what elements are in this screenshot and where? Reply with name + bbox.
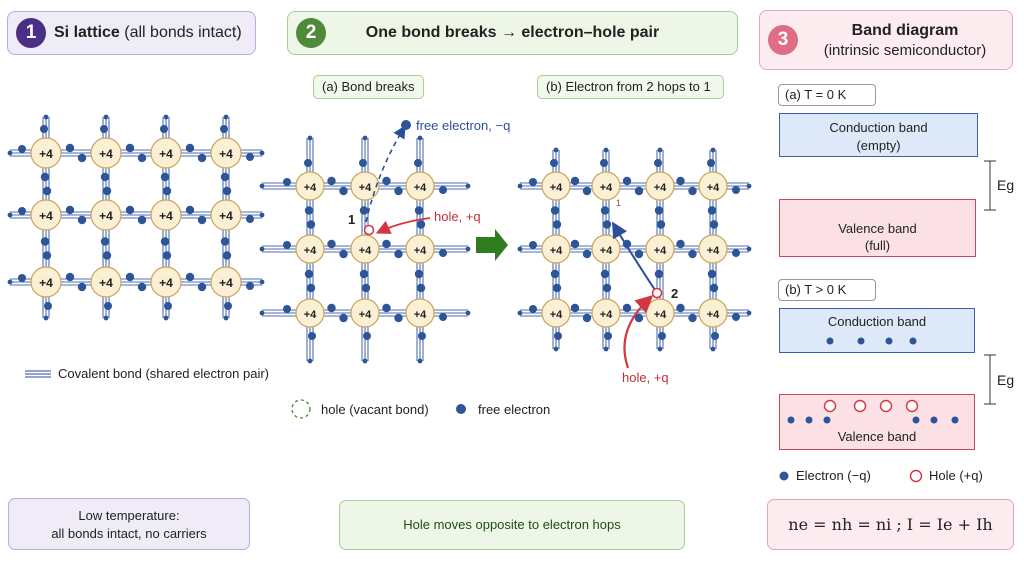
panel3-number-badge: 3: [768, 25, 798, 55]
panel3-title-line1: Band diagram: [851, 22, 959, 39]
svg-text:+4: +4: [304, 182, 317, 194]
svg-text:+4: +4: [219, 147, 233, 161]
lattice-intact: +4 +4 +4 +4 +4 +4 +4 +4 +4 +4 +4 +4: [7, 114, 265, 321]
hole-legend-icon: [291, 399, 311, 419]
free-electron-dot: [401, 120, 411, 130]
valence-band-a: Valence band (full): [779, 199, 976, 257]
panel2-title: One bond breaks → electron–hole pair: [365, 24, 660, 41]
covalent-bond-legend-icon: [25, 370, 51, 378]
svg-text:+4: +4: [304, 309, 317, 321]
hole-move-arrow: [623, 295, 654, 369]
svg-text:+4: +4: [99, 276, 113, 290]
panel1-number-badge: 1: [16, 18, 46, 48]
svg-text:+4: +4: [707, 309, 720, 321]
site-1b-label: 1: [616, 198, 622, 208]
svg-text:+4: +4: [39, 276, 53, 290]
site-2-label: 2: [671, 286, 679, 301]
conduction-band-b-label: Conduction band: [827, 314, 927, 329]
site-1-label: 1: [348, 212, 356, 227]
lattice-electron-hop: +4 +4 +4 +4 +4 +4 +4 +4 +4 +4 +4 +4: [517, 147, 752, 352]
panel1-title-main: Si lattice: [54, 24, 120, 41]
covalent-bond-legend: Covalent bond (shared electron pair): [58, 366, 270, 381]
svg-text:+4: +4: [414, 309, 427, 321]
panel3-title: Band diagram (intrinsic semiconductor): [800, 21, 1010, 61]
panel3-title-line2: (intrinsic semiconductor): [823, 42, 987, 59]
tag-electron-hops: (b) Electron from 2 hops to 1: [537, 75, 724, 99]
svg-text:+4: +4: [304, 245, 317, 257]
low-temperature-note: Low temperature: all bonds intact, no ca…: [8, 498, 250, 550]
tag-t-positive: (b) T > 0 K: [778, 279, 876, 301]
conduction-band-b: Conduction band: [779, 308, 975, 353]
electron-legend: Electron (−q): [796, 468, 871, 483]
panel3-header: 3 Band diagram (intrinsic semiconductor): [759, 10, 1013, 70]
svg-text:+4: +4: [707, 245, 720, 257]
hole-pointer-arrow: [375, 217, 431, 234]
svg-text:+4: +4: [219, 209, 233, 223]
tag-t-zero: (a) T = 0 K: [778, 84, 876, 106]
free-electron-escape-arrow: [365, 125, 406, 223]
svg-text:+4: +4: [39, 209, 53, 223]
lattice-bond-broken: +4 +4 +4 +4 +4 +4 +4 +4 +4: [259, 135, 471, 364]
gap-label-b: Eg: [997, 372, 1015, 388]
valence-band-b: Valence band: [779, 394, 975, 450]
svg-text:+4: +4: [359, 245, 372, 257]
svg-text:+4: +4: [600, 309, 613, 321]
conduction-band-a-label: Conduction band: [829, 120, 928, 135]
valence-band-a-state: (full): [864, 238, 891, 253]
svg-text:+4: +4: [550, 245, 563, 257]
svg-text:+4: +4: [159, 209, 173, 223]
hole-band-legend-icon: [909, 469, 923, 483]
free-electron-legend-icon: [456, 404, 466, 414]
free-electron-legend: free electron: [478, 402, 551, 417]
svg-text:+4: +4: [654, 182, 667, 194]
transition-arrow: [476, 229, 508, 261]
svg-text:+4: +4: [159, 147, 173, 161]
svg-text:+4: +4: [359, 182, 372, 194]
hole-label-a: hole, +q: [434, 209, 481, 224]
low-temperature-note-line2: all bonds intact, no carriers: [51, 526, 207, 541]
svg-text:+4: +4: [99, 147, 113, 161]
svg-text:+4: +4: [550, 182, 563, 194]
svg-text:+4: +4: [654, 309, 667, 321]
tag-bond-breaks: (a) Bond breaks: [313, 75, 424, 99]
svg-text:+4: +4: [600, 245, 613, 257]
svg-text:+4: +4: [550, 309, 563, 321]
valence-band-a-label: Valence band: [838, 221, 917, 236]
svg-text:+4: +4: [99, 209, 113, 223]
panel1-header: 1 Si lattice (all bonds intact): [7, 11, 256, 55]
conduction-band-a-state: (empty): [856, 138, 901, 153]
panel1-title-sub: (all bonds intact): [124, 24, 242, 41]
gap-label-a: Eg: [997, 177, 1015, 193]
hole-band-legend: Hole (+q): [929, 468, 983, 483]
hole-motion-note: Hole moves opposite to electron hops: [339, 500, 685, 550]
low-temperature-note-line1: Low temperature:: [78, 508, 180, 523]
svg-text:+4: +4: [654, 245, 667, 257]
carrier-equation: ne = nh = ni ; I = Ie + Ih: [767, 499, 1014, 550]
free-electron-label: free electron, −q: [416, 118, 511, 133]
svg-text:+4: +4: [414, 182, 427, 194]
band-gap-marker-b: [984, 354, 996, 405]
svg-text:+4: +4: [600, 182, 613, 194]
hole-label-b: hole, +q: [622, 370, 669, 385]
conduction-band-a: Conduction band (empty): [779, 113, 978, 157]
svg-text:+4: +4: [707, 182, 720, 194]
svg-text:+4: +4: [39, 147, 53, 161]
svg-text:+4: +4: [359, 309, 372, 321]
svg-text:+4: +4: [414, 245, 427, 257]
electron-legend-icon: [779, 471, 789, 481]
svg-text:+4: +4: [219, 276, 233, 290]
valence-band-b-label: Valence band: [837, 429, 917, 444]
electron-hop-arrow: [611, 221, 656, 291]
svg-text:+4: +4: [159, 276, 173, 290]
hole-marker-b: [651, 287, 663, 299]
panel1-title: Si lattice (all bonds intact): [54, 24, 242, 42]
panel2-number-badge: 2: [296, 18, 326, 48]
panel2-header: 2 One bond breaks → electron–hole pair: [287, 11, 738, 55]
hole-legend: hole (vacant bond): [321, 402, 429, 417]
band-gap-marker-a: [984, 160, 996, 211]
hole-marker-a: [363, 224, 375, 236]
